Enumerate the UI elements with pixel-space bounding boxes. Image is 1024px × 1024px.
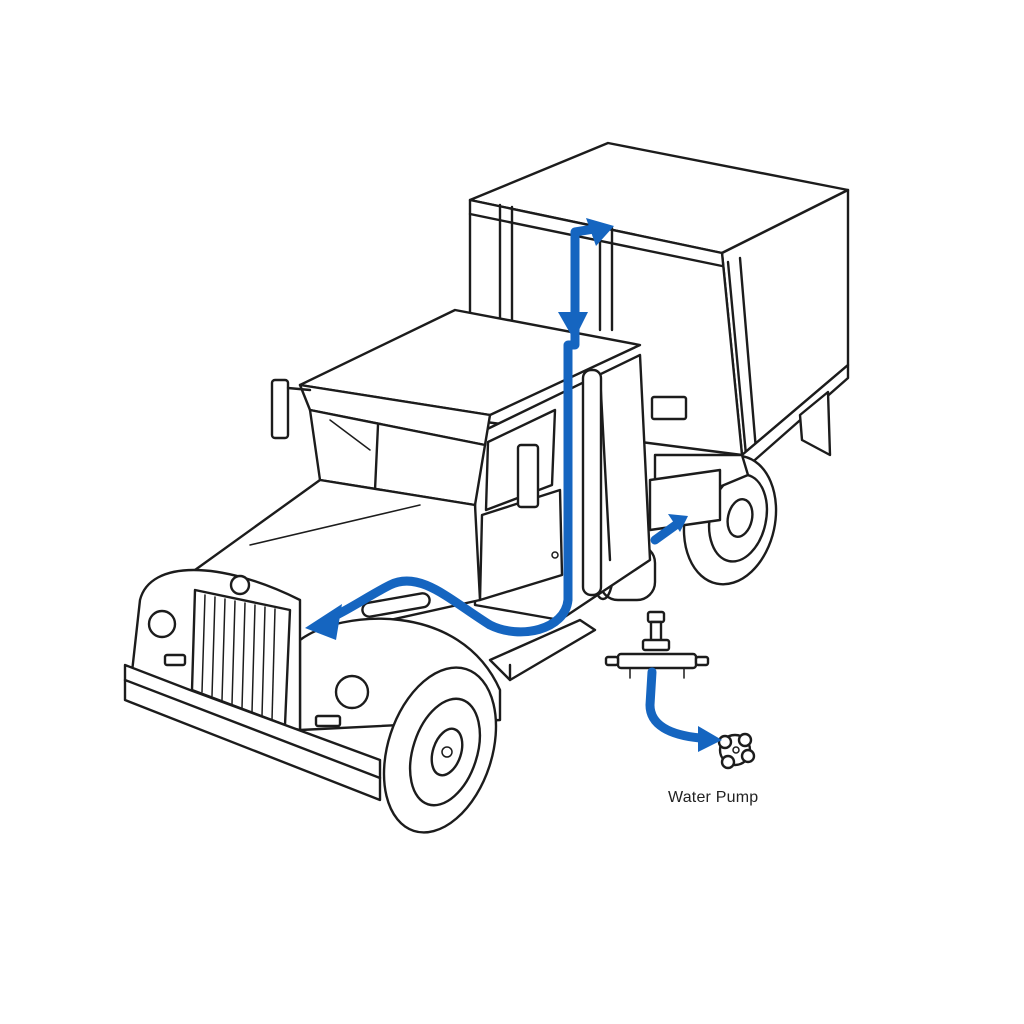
front-wheel — [298, 617, 502, 834]
water-pump-icon — [604, 610, 710, 679]
cab-step — [488, 618, 597, 682]
water-pump-label: Water Pump — [668, 789, 759, 806]
truck-cab — [270, 308, 688, 622]
engine-part-icon — [717, 732, 756, 770]
coolant-flow-arrow — [305, 218, 722, 752]
front-grille — [123, 568, 382, 802]
